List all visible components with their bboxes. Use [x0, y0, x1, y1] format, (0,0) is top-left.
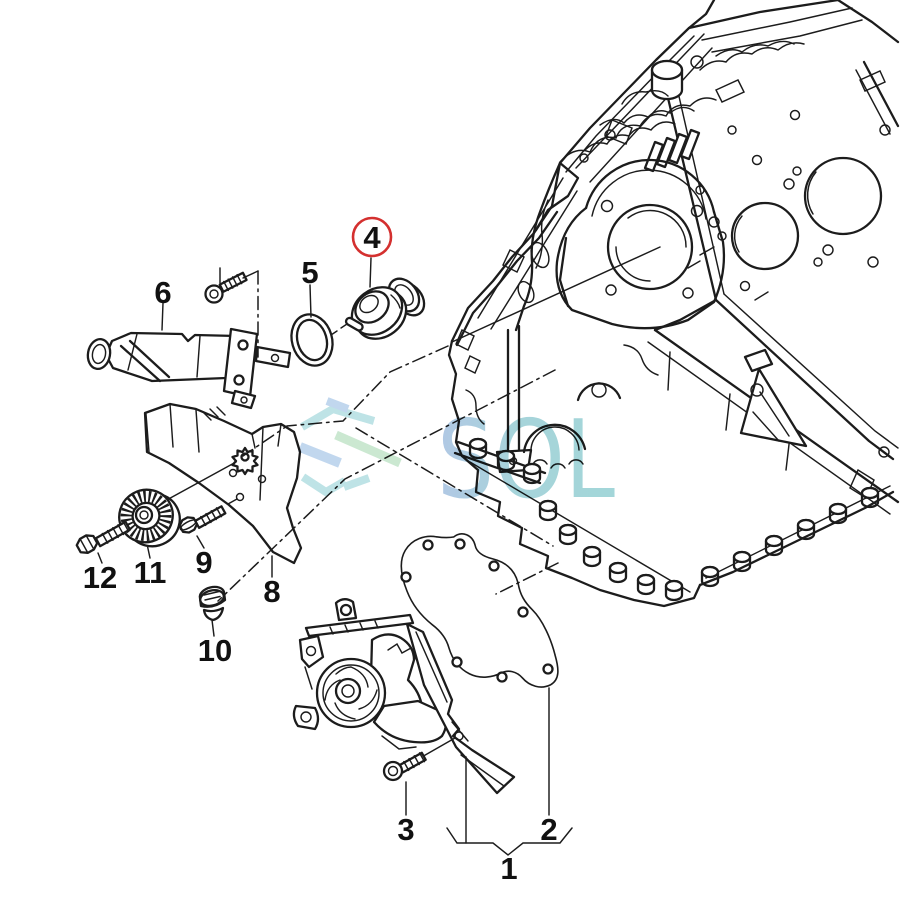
leader-lines	[217, 246, 661, 602]
callout-6: 6	[154, 275, 171, 310]
water-pump-opening	[606, 203, 694, 291]
callout-5: 5	[301, 255, 318, 290]
pan-rail-bolt-bosses	[468, 437, 880, 602]
dashdot-axis-to-pump	[355, 427, 554, 547]
highlight-circle	[351, 216, 393, 258]
pulley-hub	[134, 505, 154, 525]
engine-block	[447, 0, 900, 608]
assembly-bracket	[446, 756, 573, 856]
callouts: 1 2 3 4 5 6 8 9 10 11 12	[83, 216, 558, 886]
part-bracket	[143, 402, 303, 578]
dashdot-block-to-bracket	[242, 345, 449, 457]
callout-10: 10	[198, 633, 232, 668]
watermark-text: SOL	[437, 398, 615, 523]
callout-3: 3	[397, 812, 414, 847]
callout-12: 12	[83, 560, 117, 595]
part-plug	[198, 585, 227, 637]
part-pipe-screw	[204, 271, 248, 304]
callout-9: 9	[195, 545, 212, 580]
callout-2: 2	[540, 812, 557, 847]
cylinder-bore-right	[803, 156, 883, 236]
watermark: SOL	[298, 397, 615, 523]
part-water-pump	[292, 598, 516, 795]
leader-screw-bend	[242, 270, 259, 279]
leader-block-opening	[451, 246, 661, 343]
part-screw-3	[382, 731, 464, 816]
o-ring-inner	[295, 318, 329, 362]
callout-4: 4	[363, 220, 381, 255]
o-ring-outer	[290, 313, 334, 367]
part-bolt-9	[178, 492, 245, 549]
dashdot-gasket-to-block	[495, 562, 559, 595]
part-coolant-pipe	[86, 302, 292, 410]
part-gasket	[400, 533, 559, 816]
part-bolt-12	[75, 520, 132, 564]
part-o-ring	[290, 284, 334, 367]
dashdot-block-to-plug	[217, 369, 556, 602]
part-thermostat	[330, 257, 426, 340]
callout-1: 1	[500, 851, 517, 886]
callout-8: 8	[263, 574, 280, 609]
callout-11: 11	[134, 555, 167, 590]
cylinder-bore-left	[730, 201, 800, 271]
watermark-logo-chevrons	[298, 397, 402, 497]
